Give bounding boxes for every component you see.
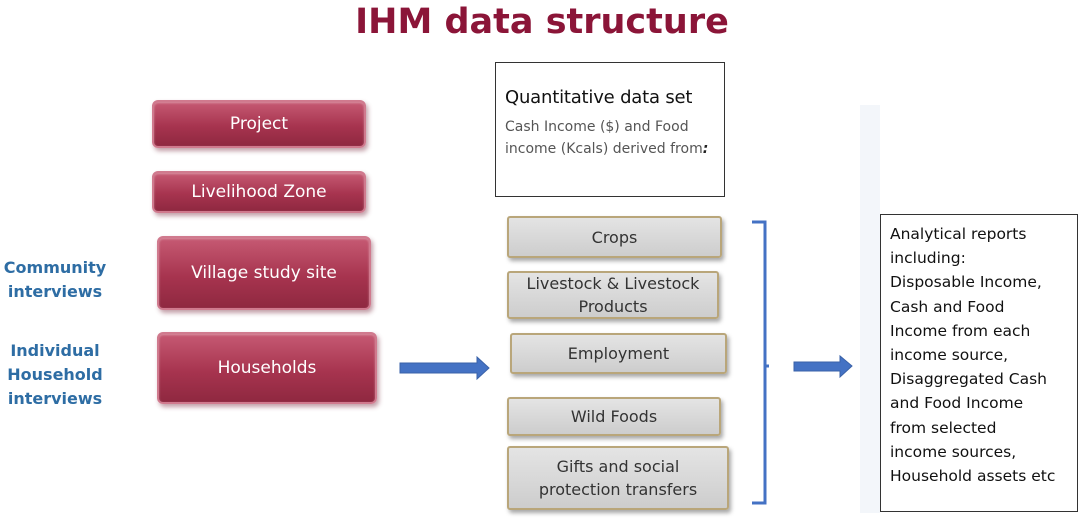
report-line: from selected (890, 418, 997, 437)
report-line: Cash and Food (890, 297, 1005, 316)
source-wild-foods-box: Wild Foods (507, 397, 721, 436)
households-to-sources-arrow (399, 355, 490, 381)
report-line: and Food Income (890, 394, 1024, 413)
report-line: Household assets etc (890, 467, 1056, 486)
community-label-line: Community (3, 258, 107, 277)
community-interviews-label: Community interviews (0, 256, 110, 304)
source-livestock-label-line: Products (578, 297, 648, 316)
analytical-reports-box: Analytical reports including: Disposable… (880, 214, 1078, 512)
report-line: Disaggregated Cash (890, 370, 1047, 389)
source-gifts-label-line: protection transfers (538, 480, 698, 499)
individual-interviews-label: Individual Household interviews (0, 339, 110, 411)
source-employment-box: Employment (510, 333, 727, 374)
report-line: Disposable Income, (890, 273, 1042, 292)
report-line: Income from each (890, 321, 1031, 340)
diagram-title: IHM data structure (355, 2, 729, 42)
quantitative-subtitle-text: income (Kcals) derived from (505, 141, 703, 157)
quantitative-subtitle-line: Cash Income ($) and Food (505, 119, 689, 135)
individual-label-line: Individual (10, 341, 100, 360)
source-gifts-box: Gifts and social protection transfers (507, 446, 729, 510)
quantitative-subtitle: Cash Income ($) and Food income (Kcals) … (505, 116, 724, 160)
source-livestock-label-line: Livestock & Livestock (526, 274, 700, 293)
source-crops-box: Crops (507, 216, 722, 258)
report-line: income sources, (890, 442, 1017, 461)
background-panel (860, 105, 880, 513)
quantitative-title: Quantitative data set (505, 87, 693, 108)
sources-bracket (752, 220, 767, 505)
sources-to-report-arrow (793, 354, 853, 379)
source-employment-label: Employment (567, 344, 670, 363)
level-livelihood-zone-box: Livelihood Zone (152, 171, 366, 213)
report-line: Analytical reports (890, 225, 1027, 243)
community-label-line: interviews (7, 282, 103, 301)
report-line: income source, (890, 346, 1009, 365)
individual-label-line: interviews (7, 389, 103, 408)
quantitative-data-box: Quantitative data set Cash Income ($) an… (495, 62, 725, 197)
source-gifts-label-line: Gifts and social (556, 457, 680, 476)
level-village-box: Village study site (157, 236, 371, 310)
individual-label-line: Household (7, 365, 103, 384)
source-wild-foods-label: Wild Foods (570, 407, 658, 426)
source-livestock-box: Livestock & Livestock Products (507, 271, 719, 319)
source-crops-label: Crops (591, 227, 638, 247)
level-project-box: Project (152, 100, 366, 148)
quantitative-colon: : (702, 141, 709, 157)
quantitative-subtitle-line: income (Kcals) derived from: (505, 138, 724, 160)
report-line: including: (890, 249, 966, 268)
level-households-box: Households (157, 332, 377, 404)
